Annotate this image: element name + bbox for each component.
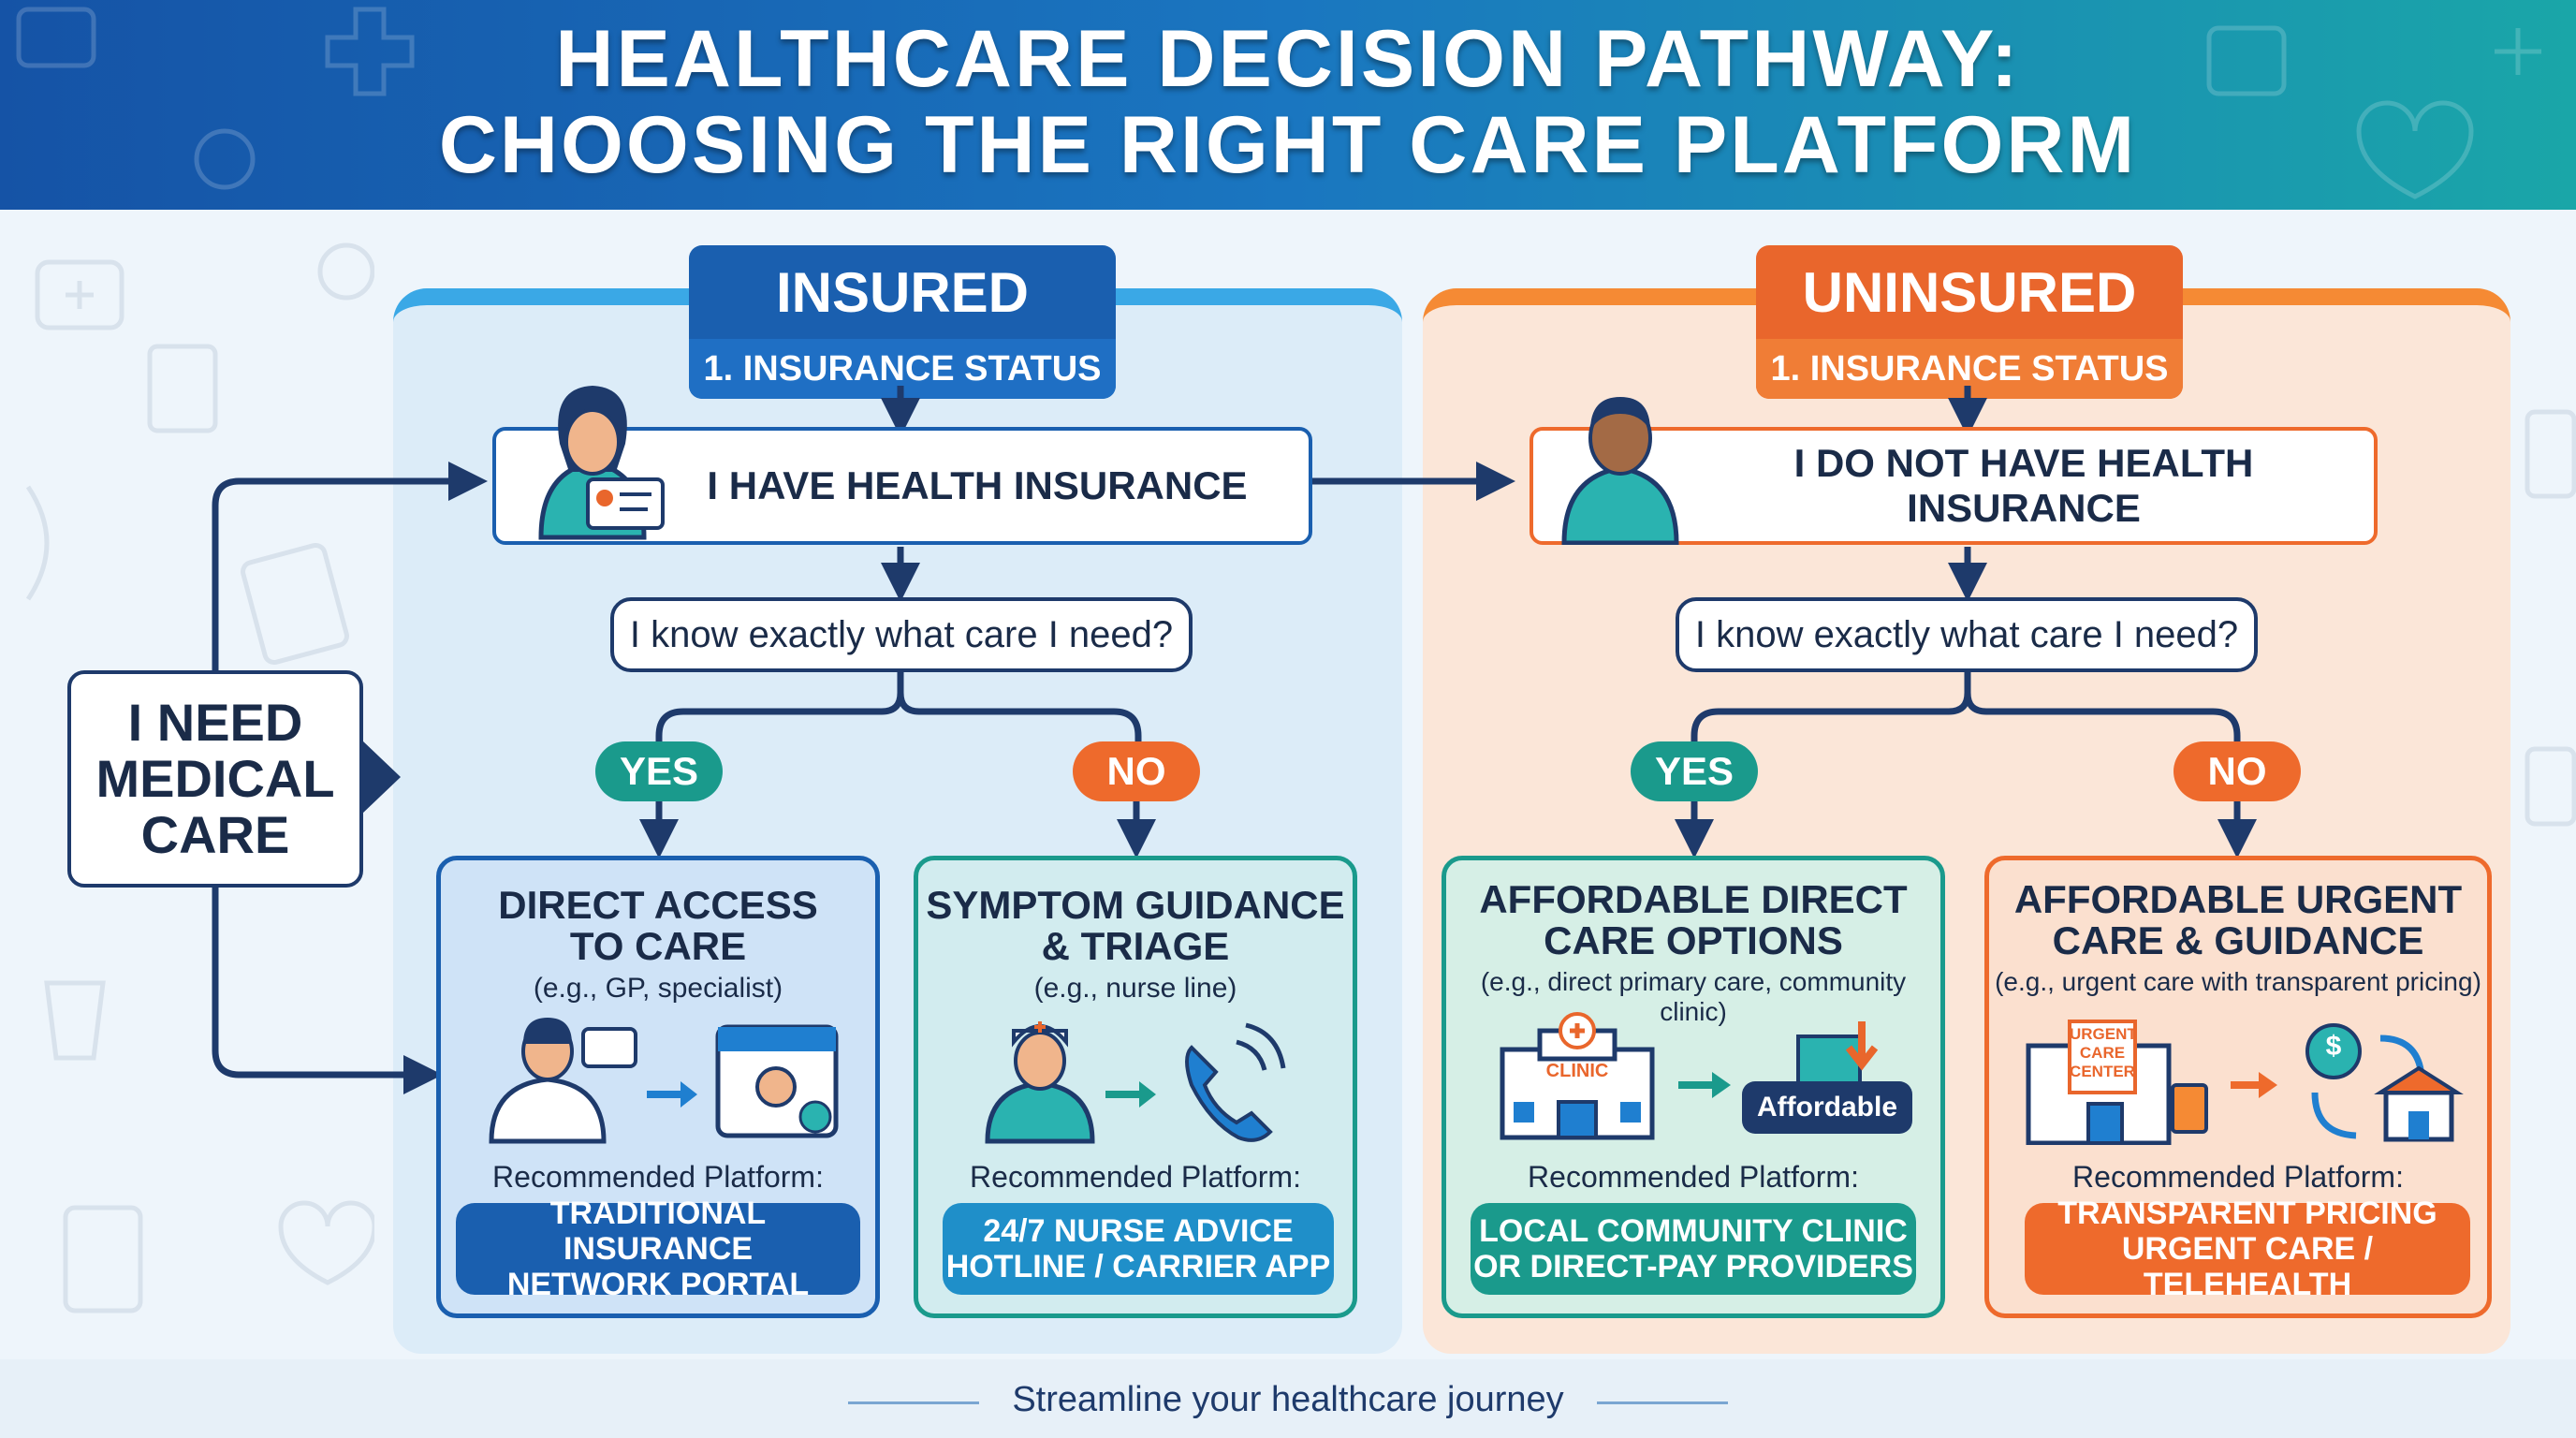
start-need-care-box: I NEED MEDICAL CARE [67,670,363,888]
uninsured-no-pill: NO [2174,741,2301,801]
header-banner [0,0,2576,210]
urgent-sign-line-2: CARE [2079,1044,2126,1062]
card-direct-access: DIRECT ACCESS TO CARE (e.g., GP, special… [436,856,880,1318]
platform-clinic-line-2: OR DIRECT-PAY PROVIDERS [1473,1249,1913,1284]
affordable-badge: Affordable [1742,1081,1912,1134]
insured-no-pill: NO [1073,741,1200,801]
card-direct-access-example: (e.g., GP, specialist) [533,973,783,1004]
start-label-2: MEDICAL [95,749,335,808]
page-title-line1: HEALTHCARE DECISION PATHWAY: [555,14,2021,104]
dollar-symbol: $ [2325,1031,2342,1062]
pricing-exchange-shape [2305,1023,2464,1142]
card-affordable-urgent-example: (e.g., urgent care with transparent pric… [1995,967,2481,996]
card-symptom-example: (e.g., nurse line) [1033,973,1237,1004]
insured-question-text: I know exactly what care I need? [629,613,1174,655]
uninsured-question-text: I know exactly what care I need? [1694,613,2239,655]
insured-yes-pill: YES [595,741,723,801]
uninsured-question-box: I know exactly what care I need? [1676,597,2258,672]
uninsured-status-text: I DO NOT HAVE HEALTH INSURANCE [1793,441,2254,530]
card-affordable-direct-title-1: AFFORDABLE DIRECT [1479,877,1908,921]
nurse-phone-icon [985,1021,1286,1144]
platform-insurance-line-1: TRADITIONAL INSURANCE [549,1196,767,1267]
insured-question-box: I know exactly what care I need? [610,597,1193,672]
footer-tagline: Streamline your healthcare journey [1012,1380,1564,1419]
insured-step-label: 1. INSURANCE STATUS [689,339,1116,399]
platform-insurance-network-portal[interactable]: TRADITIONAL INSURANCE NETWORK PORTAL [456,1196,860,1302]
platform-nurse-line-1: 24/7 NURSE ADVICE [983,1213,1294,1249]
footer-band [0,1359,2576,1438]
card-affordable-direct-title-2: CARE OPTIONS [1544,918,1843,962]
clinic-building-icon: CLINIC [1493,1012,1661,1141]
card-symptom-title-2: & TRIAGE [1041,924,1230,968]
card-direct-access-rec-label: Recommended Platform: [492,1160,824,1194]
card-affordable-urgent: AFFORDABLE URGENT CARE & GUIDANCE (e.g.,… [1984,856,2492,1318]
platform-transparent-urgent-care[interactable]: TRANSPARENT PRICING URGENT CARE / TELEHE… [2025,1196,2470,1302]
uninsured-tab-label: UNINSURED [1802,261,2137,324]
clinic-sign-text: CLINIC [1545,1061,1609,1081]
page-title-line2: CHOOSING THE RIGHT CARE PLATFORM [438,100,2138,190]
clinic-arrow-icon [1678,1072,1731,1098]
clinic-building-shape [1500,1012,1655,1140]
urgent-care-building-icon: URGENT CARE CENTER [2023,1018,2210,1145]
pricing-exchange-icon: $ [2296,1018,2465,1145]
platform-nurse-hotline[interactable]: 24/7 NURSE ADVICE HOTLINE / CARRIER APP [943,1203,1334,1295]
start-label-3: CARE [140,805,290,864]
card-affordable-urgent-title-2: CARE & GUIDANCE [2052,918,2424,962]
card-affordable-direct: AFFORDABLE DIRECT CARE OPTIONS (e.g., di… [1442,856,1945,1318]
card-direct-access-title-1: DIRECT ACCESS [498,883,818,927]
start-label-1: I NEED [127,693,303,752]
insured-person-icon [538,386,665,540]
platform-community-clinic[interactable]: LOCAL COMMUNITY CLINIC OR DIRECT-PAY PRO… [1471,1203,1916,1295]
background-medical-icons [25,242,374,1313]
card-affordable-direct-example: (e.g., direct primary care, community cl… [1480,967,1907,1026]
footer-rule-right [1597,1401,1728,1404]
uninsured-yes-pill: YES [1631,741,1758,801]
card-direct-access-title-2: TO CARE [569,924,747,968]
urgent-sign-line-3: CENTER [2070,1063,2135,1080]
uninsured-person-icon [1561,397,1679,545]
platform-clinic-line-1: LOCAL COMMUNITY CLINIC [1479,1213,1908,1249]
card-symptom-rec-label: Recommended Platform: [970,1160,1301,1194]
header-decoration-icons [16,7,2541,199]
doctor-calendar-icon [489,1018,839,1144]
card-symptom-title-1: SYMPTOM GUIDANCE [926,883,1345,927]
urgent-care-building-shape [2026,1020,2208,1145]
card-affordable-urgent-title-1: AFFORDABLE URGENT [2013,877,2463,921]
platform-nurse-line-2: HOTLINE / CARRIER APP [945,1249,1331,1284]
card-affordable-urgent-rec-label: Recommended Platform: [2072,1160,2404,1194]
platform-urgent-line-1: TRANSPARENT PRICING [2057,1196,2437,1231]
card-affordable-direct-rec-label: Recommended Platform: [1528,1160,1859,1194]
insured-status-text: I HAVE HEALTH INSURANCE [707,463,1248,507]
urgent-arrow-icon [2231,1072,2277,1098]
platform-insurance-line-2: NETWORK PORTAL [506,1267,810,1302]
insured-tab-label: INSURED [775,261,1030,324]
platform-urgent-line-2: URGENT CARE / TELEHEALTH [2121,1231,2374,1302]
footer-rule-left [848,1401,979,1404]
card-symptom-guidance: SYMPTOM GUIDANCE & TRIAGE (e.g., nurse l… [914,856,1357,1318]
urgent-care-sign: URGENT CARE CENTER [2070,1025,2137,1081]
insured-tab: INSURED 1. INSURANCE STATUS [689,245,1116,399]
background-right-icons [2525,409,2576,827]
urgent-sign-line-1: URGENT [2070,1025,2137,1043]
